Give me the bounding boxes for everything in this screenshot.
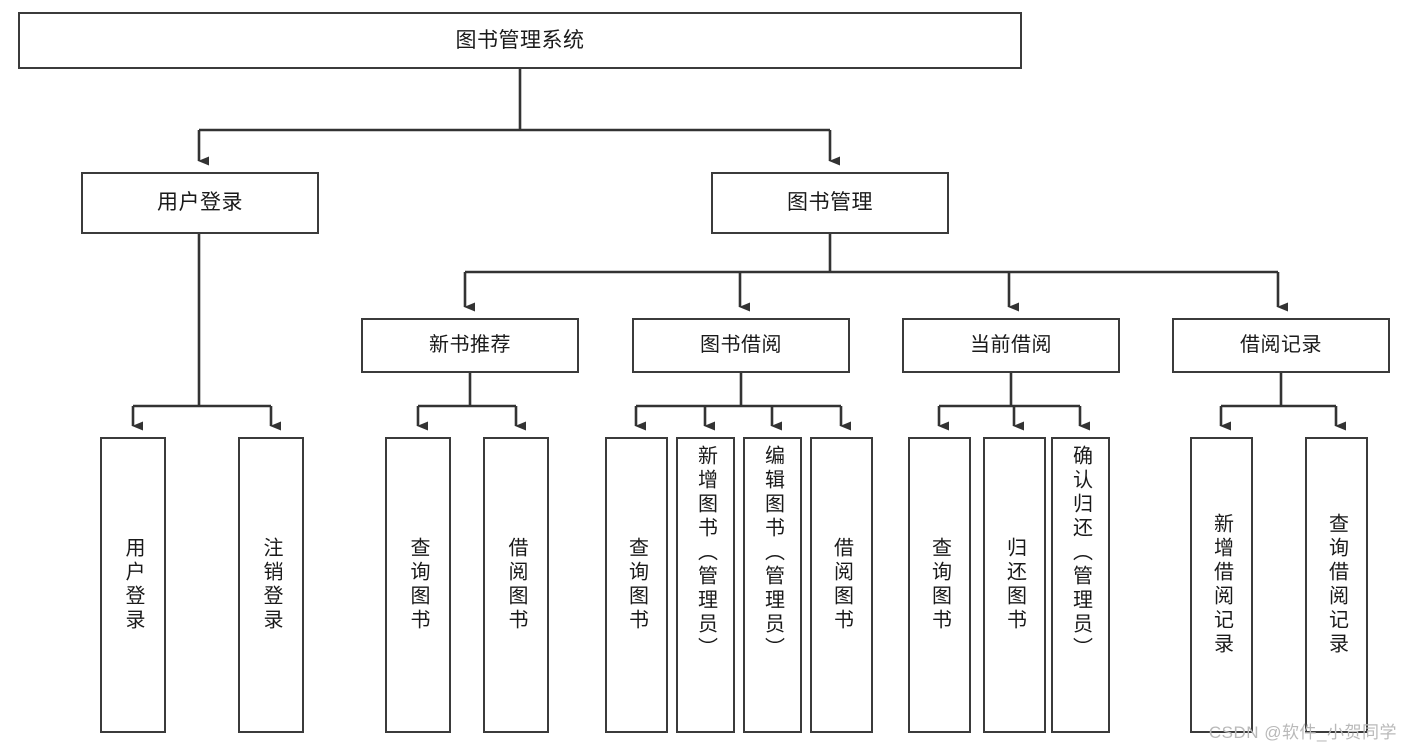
node-label: 查询图书 [625, 537, 648, 633]
node-label: 新书推荐 [429, 334, 511, 357]
leaf-text-wrap: 归还图书 [985, 439, 1044, 731]
leaf-text-wrap: 查询借阅记录 [1307, 439, 1366, 731]
leaf-text-wrap: 确认归还（管理员） [1053, 439, 1108, 731]
node-label: 新增借阅记录 [1210, 513, 1233, 657]
node-leaf-add-borrow-record[interactable]: 新增借阅记录 [1190, 437, 1253, 733]
node-leaf-add-book-admin[interactable]: 新增图书（管理员） [676, 437, 735, 733]
leaf-text-wrap: 查询图书 [910, 439, 969, 731]
node-label: 编辑图书（管理员） [761, 445, 784, 661]
node-leaf-query-book-borrow[interactable]: 查询图书 [605, 437, 668, 733]
node-label: 查询借阅记录 [1325, 513, 1348, 657]
node-label: 确认归还（管理员） [1069, 445, 1092, 661]
node-leaf-user-login[interactable]: 用户登录 [100, 437, 166, 733]
leaf-text-wrap: 查询图书 [387, 439, 449, 731]
node-label: 借阅图书 [830, 537, 853, 633]
node-new-book-recommend[interactable]: 新书推荐 [361, 318, 579, 373]
node-label: 归还图书 [1003, 537, 1026, 633]
node-label: 用户登录 [122, 537, 144, 633]
leaf-text-wrap: 借阅图书 [485, 439, 547, 731]
node-current-borrow[interactable]: 当前借阅 [902, 318, 1120, 373]
node-leaf-query-borrow-record[interactable]: 查询借阅记录 [1305, 437, 1368, 733]
node-label: 当前借阅 [970, 334, 1052, 357]
node-label: 图书管理 [787, 191, 873, 215]
node-leaf-confirm-return-admin[interactable]: 确认归还（管理员） [1051, 437, 1110, 733]
node-label: 借阅记录 [1240, 334, 1322, 357]
node-root-system[interactable]: 图书管理系统 [18, 12, 1022, 69]
leaf-text-wrap: 用户登录 [102, 439, 164, 731]
node-label: 注销登录 [260, 537, 282, 633]
leaf-text-wrap: 查询图书 [607, 439, 666, 731]
node-book-manage[interactable]: 图书管理 [711, 172, 949, 234]
node-label: 新增图书（管理员） [694, 445, 717, 661]
leaf-text-wrap: 借阅图书 [812, 439, 871, 731]
node-leaf-query-book-current[interactable]: 查询图书 [908, 437, 971, 733]
leaf-text-wrap: 新增图书（管理员） [678, 439, 733, 731]
node-leaf-user-logout[interactable]: 注销登录 [238, 437, 304, 733]
node-leaf-borrow-book-recommend[interactable]: 借阅图书 [483, 437, 549, 733]
leaf-text-wrap: 新增借阅记录 [1192, 439, 1251, 731]
leaf-text-wrap: 注销登录 [240, 439, 302, 731]
leaf-text-wrap: 编辑图书（管理员） [745, 439, 800, 731]
node-book-borrow[interactable]: 图书借阅 [632, 318, 850, 373]
node-user-login[interactable]: 用户登录 [81, 172, 319, 234]
csdn-watermark: CSDN @软件_小贺同学 [1208, 723, 1397, 742]
node-label: 查询图书 [407, 537, 429, 633]
node-leaf-query-book-recommend[interactable]: 查询图书 [385, 437, 451, 733]
node-borrow-record[interactable]: 借阅记录 [1172, 318, 1390, 373]
node-label: 借阅图书 [505, 537, 527, 633]
node-label: 用户登录 [157, 191, 243, 215]
node-leaf-edit-book-admin[interactable]: 编辑图书（管理员） [743, 437, 802, 733]
node-label: 查询图书 [928, 537, 951, 633]
node-leaf-borrow-book-borrow[interactable]: 借阅图书 [810, 437, 873, 733]
node-label: 图书借阅 [700, 334, 782, 357]
node-label: 图书管理系统 [455, 28, 585, 52]
node-leaf-return-book[interactable]: 归还图书 [983, 437, 1046, 733]
